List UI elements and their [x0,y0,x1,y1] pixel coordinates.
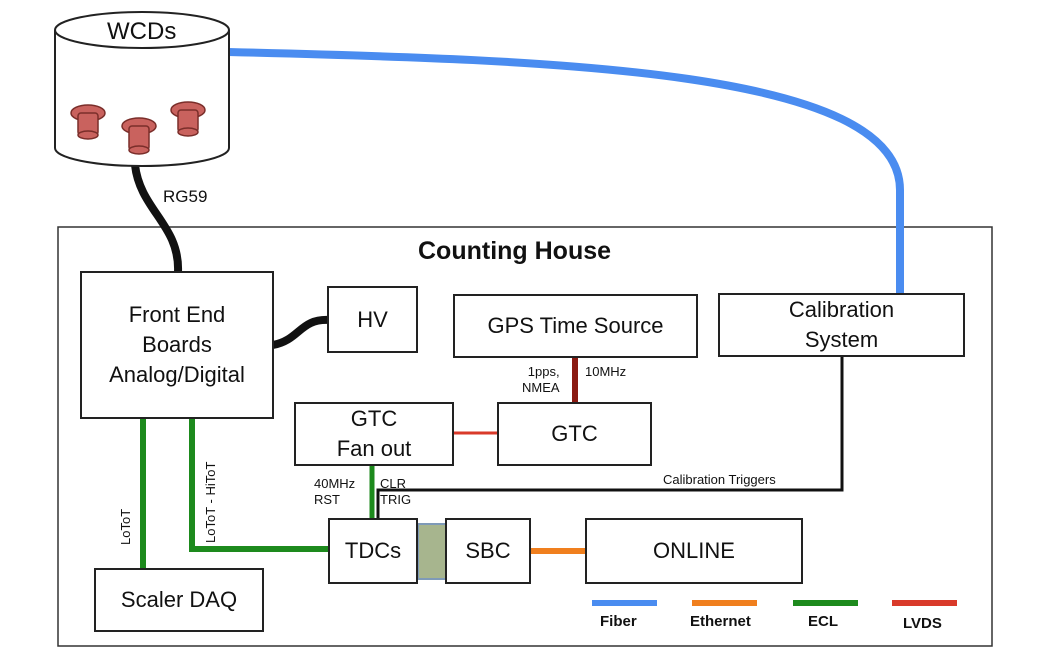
online-label: ONLINE [653,538,735,563]
calibration-system-box: Calibration System [718,293,965,357]
backplane-connector [417,523,447,580]
40mhz-rst-label: 40MHz RST [314,476,356,507]
clr-trig-label: CLR TRIG [380,476,412,507]
counting-house-frame [57,226,993,647]
calibration-line-2: System [804,327,879,352]
legend-fiber-swatch [592,600,657,606]
front-end-line-3: Analog/Digital [109,362,245,387]
front-end-line-1: Front End [128,302,226,327]
wcd-title: WCDs [107,18,177,45]
calibration-line-1: Calibration [788,297,895,322]
gtc-fanout-box: GTC Fan out [294,402,454,466]
lotot-hitot-label: LoToT - HiToT [203,461,218,543]
rg59-label: RG59 [163,187,208,206]
front-end-line-2: Boards [142,332,212,357]
gtc-box: GTC [497,402,652,466]
legend-ecl-label: ECL [808,613,838,630]
hv-label: HV [357,306,388,332]
scaler-daq-label: Scaler DAQ [120,587,238,612]
calibration-triggers-label: Calibration Triggers [663,472,776,487]
wcd-tank [54,11,230,167]
pps-nmea-label: 1pps, NMEA [522,364,560,395]
calibration-trigger-line [376,357,844,520]
counting-house-title: Counting House [418,237,612,265]
tdcs-label: TDCs [344,538,402,563]
10mhz-label: 10MHz [585,364,627,379]
legend-lvds-swatch [892,600,957,606]
front-end-boards-box: Front End Boards Analog/Digital [80,271,274,419]
legend-ethernet-swatch [692,600,757,606]
gps-time-source-box: GPS Time Source [453,294,698,358]
gtc-fanout-line-1: GTC [350,406,398,431]
tdcs-box: TDCs [328,518,418,584]
legend-fiber-label: Fiber [600,613,637,630]
gps-label: GPS Time Source [487,313,664,338]
gtc-label: GTC [551,421,598,446]
legend-ecl-swatch [793,600,858,606]
rg59-cable [131,164,183,273]
legend-lvds-label: LVDS [903,615,942,632]
sbc-label: SBC [465,538,511,563]
fiber-cable [227,48,904,295]
online-box: ONLINE [585,518,803,584]
gtc-fanout-line-2: Fan out [336,436,412,461]
hv-cable [272,315,331,349]
scaler-daq-box: Scaler DAQ [94,568,264,632]
lotot-label: LoToT [118,508,133,545]
hv-box: HV [327,286,418,353]
sbc-box: SBC [445,518,531,584]
legend-ethernet-label: Ethernet [690,613,751,630]
lotot-hitot-link [189,419,330,552]
